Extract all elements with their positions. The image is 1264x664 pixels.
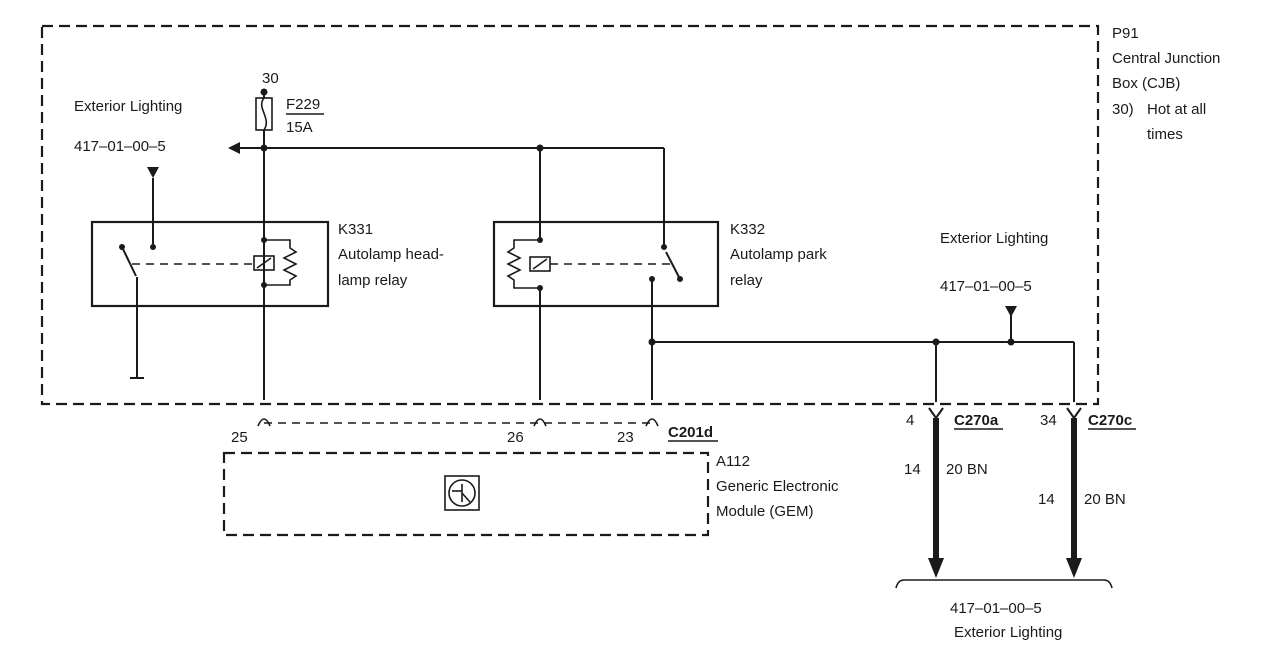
cjb-note-line2: times <box>1147 126 1183 143</box>
k331-coil-diagonal <box>256 257 272 269</box>
relay-k332-line1: Autolamp park <box>730 246 827 263</box>
ref-bottom-title: Exterior Lighting <box>954 624 1062 641</box>
relay-k332-body <box>492 220 720 308</box>
gem-transistor-icon <box>448 479 476 507</box>
cjb-note-line1: Hot at all <box>1147 101 1206 118</box>
ref-right-marker <box>1005 306 1017 317</box>
k332-contact-fixed <box>661 244 667 250</box>
gem-line2: Module (GEM) <box>716 503 814 520</box>
c270c-circuit-label: 14 <box>1038 491 1055 508</box>
c270c-id-label: C270c <box>1088 412 1132 429</box>
cjb-note-number: 30) <box>1112 101 1134 118</box>
gem-id: A112 <box>716 453 750 470</box>
cjb-name-line2: Box (CJB) <box>1112 75 1180 92</box>
relay-k332-id: K332 <box>730 221 765 238</box>
bottom-ref-bracket <box>895 579 1113 589</box>
c201d-id-label: C201d <box>668 424 713 441</box>
relay-k331-body <box>90 220 330 308</box>
c270a-id-label: C270a <box>954 412 999 429</box>
fuse-f229-element <box>260 97 268 131</box>
c201d-pin-23-label: 23 <box>617 429 634 446</box>
output-bus-splice-left <box>648 338 656 346</box>
fuse-rating-label: 15A <box>286 119 313 136</box>
k332-resistor-loop <box>506 239 540 289</box>
c270a-connector-symbol <box>928 407 944 420</box>
relay-k331-id: K331 <box>338 221 373 238</box>
ref-right-title: Exterior Lighting <box>940 230 1048 247</box>
gem-symbol-frame <box>444 475 480 511</box>
relay-k331-line2: lamp relay <box>338 272 408 289</box>
k332-switch-blade <box>665 251 681 280</box>
ref-bottom-code: 417–01–00–5 <box>950 600 1042 617</box>
c201d-pin-25-label: 25 <box>231 429 248 446</box>
c201d-pin-26-symbol <box>533 418 547 427</box>
c201d-pin-23-symbol <box>645 418 659 427</box>
c201d-pin-26-label: 26 <box>507 429 524 446</box>
k331-contact-fixed <box>150 244 156 250</box>
c270c-harness-arrow <box>1066 558 1082 578</box>
relay-k331-line1: Autolamp head- <box>338 246 444 263</box>
gem-line1: Generic Electronic <box>716 478 839 495</box>
c270a-wire-label: 20 BN <box>946 461 988 478</box>
power-terminal-label: 30 <box>262 70 279 87</box>
k331-ground-ref-marker <box>147 167 159 178</box>
gem-module-outline <box>222 451 710 537</box>
ref-left-title: Exterior Lighting <box>74 98 182 115</box>
gem-transistor-emitter <box>461 492 471 503</box>
cjb-name-line1: Central Junction <box>1112 50 1220 67</box>
c270a-pin-label: 4 <box>906 412 914 429</box>
k331-resistor-loop <box>264 239 298 286</box>
k332-coil-diagonal <box>532 258 548 270</box>
cjb-outline <box>40 24 1100 406</box>
k331-switch-blade <box>121 246 137 277</box>
c270a-circuit-label: 14 <box>904 461 921 478</box>
ref-left-code: 417–01–00–5 <box>74 138 166 155</box>
c270c-wire-label: 20 BN <box>1084 491 1126 508</box>
relay-k332-line2: relay <box>730 272 763 289</box>
ref-right-code: 417–01–00–5 <box>940 278 1032 295</box>
c201d-pin-25-symbol <box>257 418 271 427</box>
c270c-pin-label: 34 <box>1040 412 1057 429</box>
k331-coil-symbol <box>253 255 275 271</box>
c270a-harness-arrow <box>928 558 944 578</box>
fuse-id-label: F229 <box>286 96 320 113</box>
ref-left-arrow <box>228 142 240 154</box>
cjb-id: P91 <box>1112 25 1139 42</box>
c270c-connector-symbol <box>1066 407 1082 420</box>
bus-splice-left <box>260 144 268 152</box>
